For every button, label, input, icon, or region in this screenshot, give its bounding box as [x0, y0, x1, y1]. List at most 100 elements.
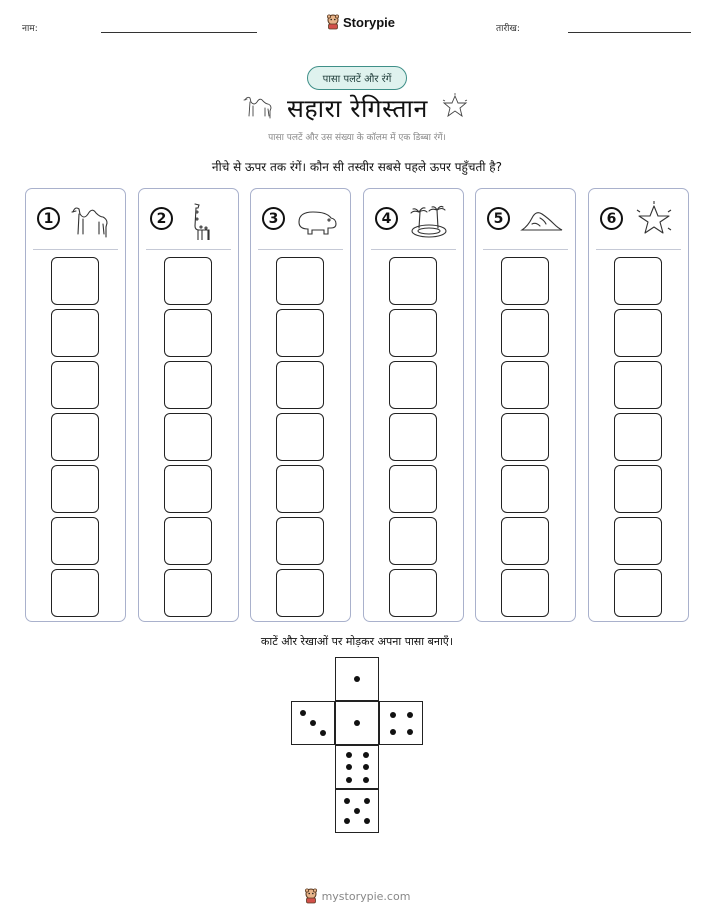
instruction-text: नीचे से ऊपर तक रंगें। कौन सी तस्वीर सबसे…	[211, 160, 503, 174]
column-divider	[371, 249, 456, 250]
color-box[interactable]	[276, 309, 324, 357]
color-box[interactable]	[51, 569, 99, 617]
color-box[interactable]	[389, 257, 437, 305]
dice-pip	[389, 711, 396, 718]
dice-face-5	[335, 789, 379, 833]
column-header: 3	[251, 189, 350, 249]
dice-instruction: काटें और रेखाओं पर मोड़कर अपना पासा बनाए…	[260, 635, 454, 648]
column-header: 2	[139, 189, 238, 249]
color-box[interactable]	[389, 517, 437, 565]
dice-pip	[407, 711, 414, 718]
color-box[interactable]	[164, 465, 212, 513]
dice-pip	[344, 818, 351, 825]
color-box[interactable]	[501, 361, 549, 409]
brand-logo: Storypie	[326, 14, 395, 30]
dice-face-1	[335, 657, 379, 701]
color-box[interactable]	[164, 361, 212, 409]
color-box[interactable]	[614, 257, 662, 305]
dice-pip	[407, 729, 414, 736]
dice-pip	[363, 752, 370, 759]
column-divider	[596, 249, 681, 250]
color-box[interactable]	[51, 361, 99, 409]
dice-face-4	[379, 701, 423, 745]
color-box[interactable]	[276, 517, 324, 565]
color-box[interactable]	[276, 569, 324, 617]
subtitle: पासा पलटें और उस संख्या के कॉलम में एक ड…	[268, 133, 446, 143]
color-box[interactable]	[164, 309, 212, 357]
color-box[interactable]	[389, 413, 437, 461]
dice-pip	[310, 720, 317, 727]
color-box[interactable]	[51, 257, 99, 305]
storypie-mascot-icon	[304, 888, 317, 904]
dice-pip	[345, 752, 352, 759]
footer-site: mystorypie.com	[321, 889, 411, 903]
column-2: 2	[138, 188, 239, 622]
sand-dune-icon	[520, 212, 563, 231]
color-box[interactable]	[501, 465, 549, 513]
color-box[interactable]	[501, 517, 549, 565]
color-box[interactable]	[276, 465, 324, 513]
activity-pill: पासा पलटें और रंगें	[307, 66, 407, 90]
color-box[interactable]	[389, 569, 437, 617]
column-header: 5	[476, 189, 575, 249]
color-box[interactable]	[614, 361, 662, 409]
color-box[interactable]	[501, 569, 549, 617]
column-header: 6	[589, 189, 688, 249]
column-number: 1	[37, 207, 60, 230]
color-box[interactable]	[614, 309, 662, 357]
dice-pip	[345, 776, 352, 783]
name-label: नाम:	[22, 24, 38, 34]
dice-pip	[389, 729, 396, 736]
dice-pip	[363, 764, 370, 771]
giraffe-icon	[194, 203, 210, 240]
color-box[interactable]	[276, 361, 324, 409]
color-box[interactable]	[164, 517, 212, 565]
color-box[interactable]	[51, 465, 99, 513]
column-1: 1	[25, 188, 126, 622]
color-box[interactable]	[614, 413, 662, 461]
color-box[interactable]	[164, 569, 212, 617]
star-icon	[442, 93, 468, 118]
camel-icon	[243, 96, 272, 119]
color-box[interactable]	[51, 309, 99, 357]
color-box[interactable]	[389, 465, 437, 513]
dice-pip	[364, 818, 371, 825]
dice-pip	[320, 730, 327, 737]
color-box[interactable]	[614, 569, 662, 617]
color-box[interactable]	[276, 413, 324, 461]
color-box[interactable]	[614, 465, 662, 513]
color-box[interactable]	[501, 257, 549, 305]
color-box[interactable]	[501, 309, 549, 357]
dice-pip	[354, 808, 361, 815]
column-divider	[483, 249, 568, 250]
color-box[interactable]	[51, 517, 99, 565]
color-box[interactable]	[51, 413, 99, 461]
footer: mystorypie.com	[0, 888, 714, 904]
dice-face-6	[335, 745, 379, 789]
color-box[interactable]	[389, 309, 437, 357]
color-box[interactable]	[164, 413, 212, 461]
color-box[interactable]	[276, 257, 324, 305]
dice-pip	[300, 710, 307, 717]
color-box[interactable]	[501, 413, 549, 461]
dice-pip	[345, 764, 352, 771]
column-divider	[258, 249, 343, 250]
dice-face-1	[335, 701, 379, 745]
column-divider	[146, 249, 231, 250]
column-6: 6	[588, 188, 689, 622]
page-title: सहारा रेगिस्तान	[287, 94, 428, 123]
hippo-icon	[298, 211, 337, 235]
column-5: 5	[475, 188, 576, 622]
color-box[interactable]	[614, 517, 662, 565]
column-divider	[33, 249, 118, 250]
date-label: तारीख:	[496, 24, 520, 34]
name-line[interactable]	[101, 32, 257, 33]
column-number: 2	[150, 207, 173, 230]
color-box[interactable]	[164, 257, 212, 305]
dice-pip	[354, 720, 361, 727]
dice-pip	[344, 798, 351, 805]
color-box[interactable]	[389, 361, 437, 409]
dice-face-3	[291, 701, 335, 745]
date-line[interactable]	[568, 32, 691, 33]
column-number: 4	[375, 207, 398, 230]
